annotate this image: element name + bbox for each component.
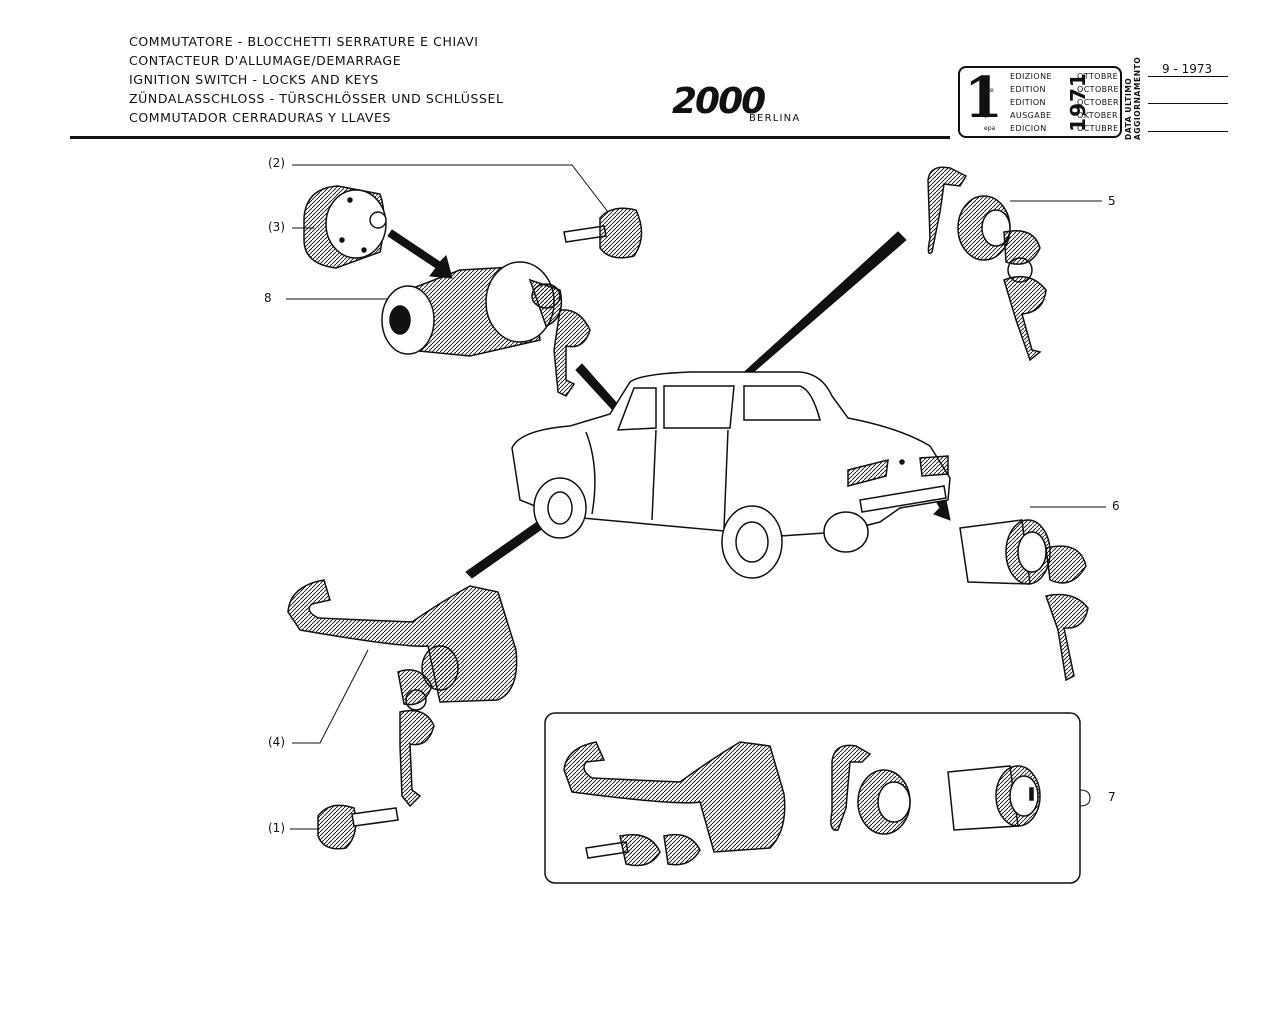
edition-month: OCTOBRE <box>1077 85 1119 94</box>
leader-2 <box>292 164 609 213</box>
title-fr: CONTACTEUR D'ALLUMAGE/DEMARRAGE <box>129 53 402 68</box>
edition-sup: e <box>984 113 988 120</box>
leader-lines <box>286 164 1106 830</box>
edition-number: 1 <box>964 65 1003 131</box>
edition-label: EDICION <box>1010 124 1047 133</box>
door-handle-4 <box>287 579 518 808</box>
key-2 <box>563 207 643 259</box>
key-1 <box>317 804 399 850</box>
callout-6: 6 <box>1112 499 1120 513</box>
edition-sup: ера <box>984 125 996 132</box>
title-it: COMMUTATORE - BLOCCHETTI SERRATURE E CHI… <box>129 34 479 49</box>
door-lock-5 <box>927 166 1047 362</box>
callout-2: (2) <box>268 156 285 170</box>
ignition-switch-8 <box>381 261 591 397</box>
callout-5: 5 <box>1108 194 1116 208</box>
edition-month: OTTOBRE <box>1077 72 1119 81</box>
edition-box: 1 a ére st e ера EDIZIONE EDITION EDITIO… <box>958 66 1122 138</box>
edition-sup: st <box>984 100 990 107</box>
header-rule <box>70 136 950 139</box>
edition-month: OKTOBER <box>1077 111 1119 120</box>
edition-label: EDIZIONE <box>1010 72 1052 81</box>
edition-month: OCTOBER <box>1077 98 1119 107</box>
title-de: ZÜNDALASSCHLOSS - TÜRSCHLÖSSER UND SCHLÜ… <box>129 91 504 106</box>
edition-sup: a <box>984 74 988 81</box>
edition-label: AUSGABE <box>1010 111 1052 120</box>
callout-4: (4) <box>268 735 285 749</box>
title-en: IGNITION SWITCH - LOCKS AND KEYS <box>129 72 379 87</box>
callout-8: 8 <box>264 291 272 305</box>
callout-3: (3) <box>268 220 285 234</box>
edition-label: EDITION <box>1010 98 1046 107</box>
car-berlina <box>511 371 951 579</box>
bezel-3 <box>303 185 387 269</box>
title-block: COMMUTATORE - BLOCCHETTI SERRATURE E CHI… <box>129 32 504 127</box>
date-line <box>1148 103 1228 104</box>
arrow-to-cylinder <box>387 229 453 279</box>
update-date: 9 - 1973 <box>1162 62 1213 76</box>
model-subtitle: BERLINA <box>749 113 801 124</box>
title-es: COMMUTADOR CERRADURAS Y LLAVES <box>129 110 392 125</box>
edition-sup: ére <box>984 87 994 94</box>
model-logo: 2000 <box>672 81 766 122</box>
edition-label: EDITION <box>1010 85 1046 94</box>
leader-4 <box>292 649 369 744</box>
callout-7: 7 <box>1108 790 1116 804</box>
callout-1: (1) <box>268 821 285 835</box>
date-line <box>1148 76 1228 77</box>
trunk-lock-6 <box>959 519 1089 682</box>
date-line <box>1148 131 1228 132</box>
edition-month: OCTUBRE <box>1077 124 1119 133</box>
lock-kit-7 <box>544 712 1091 884</box>
